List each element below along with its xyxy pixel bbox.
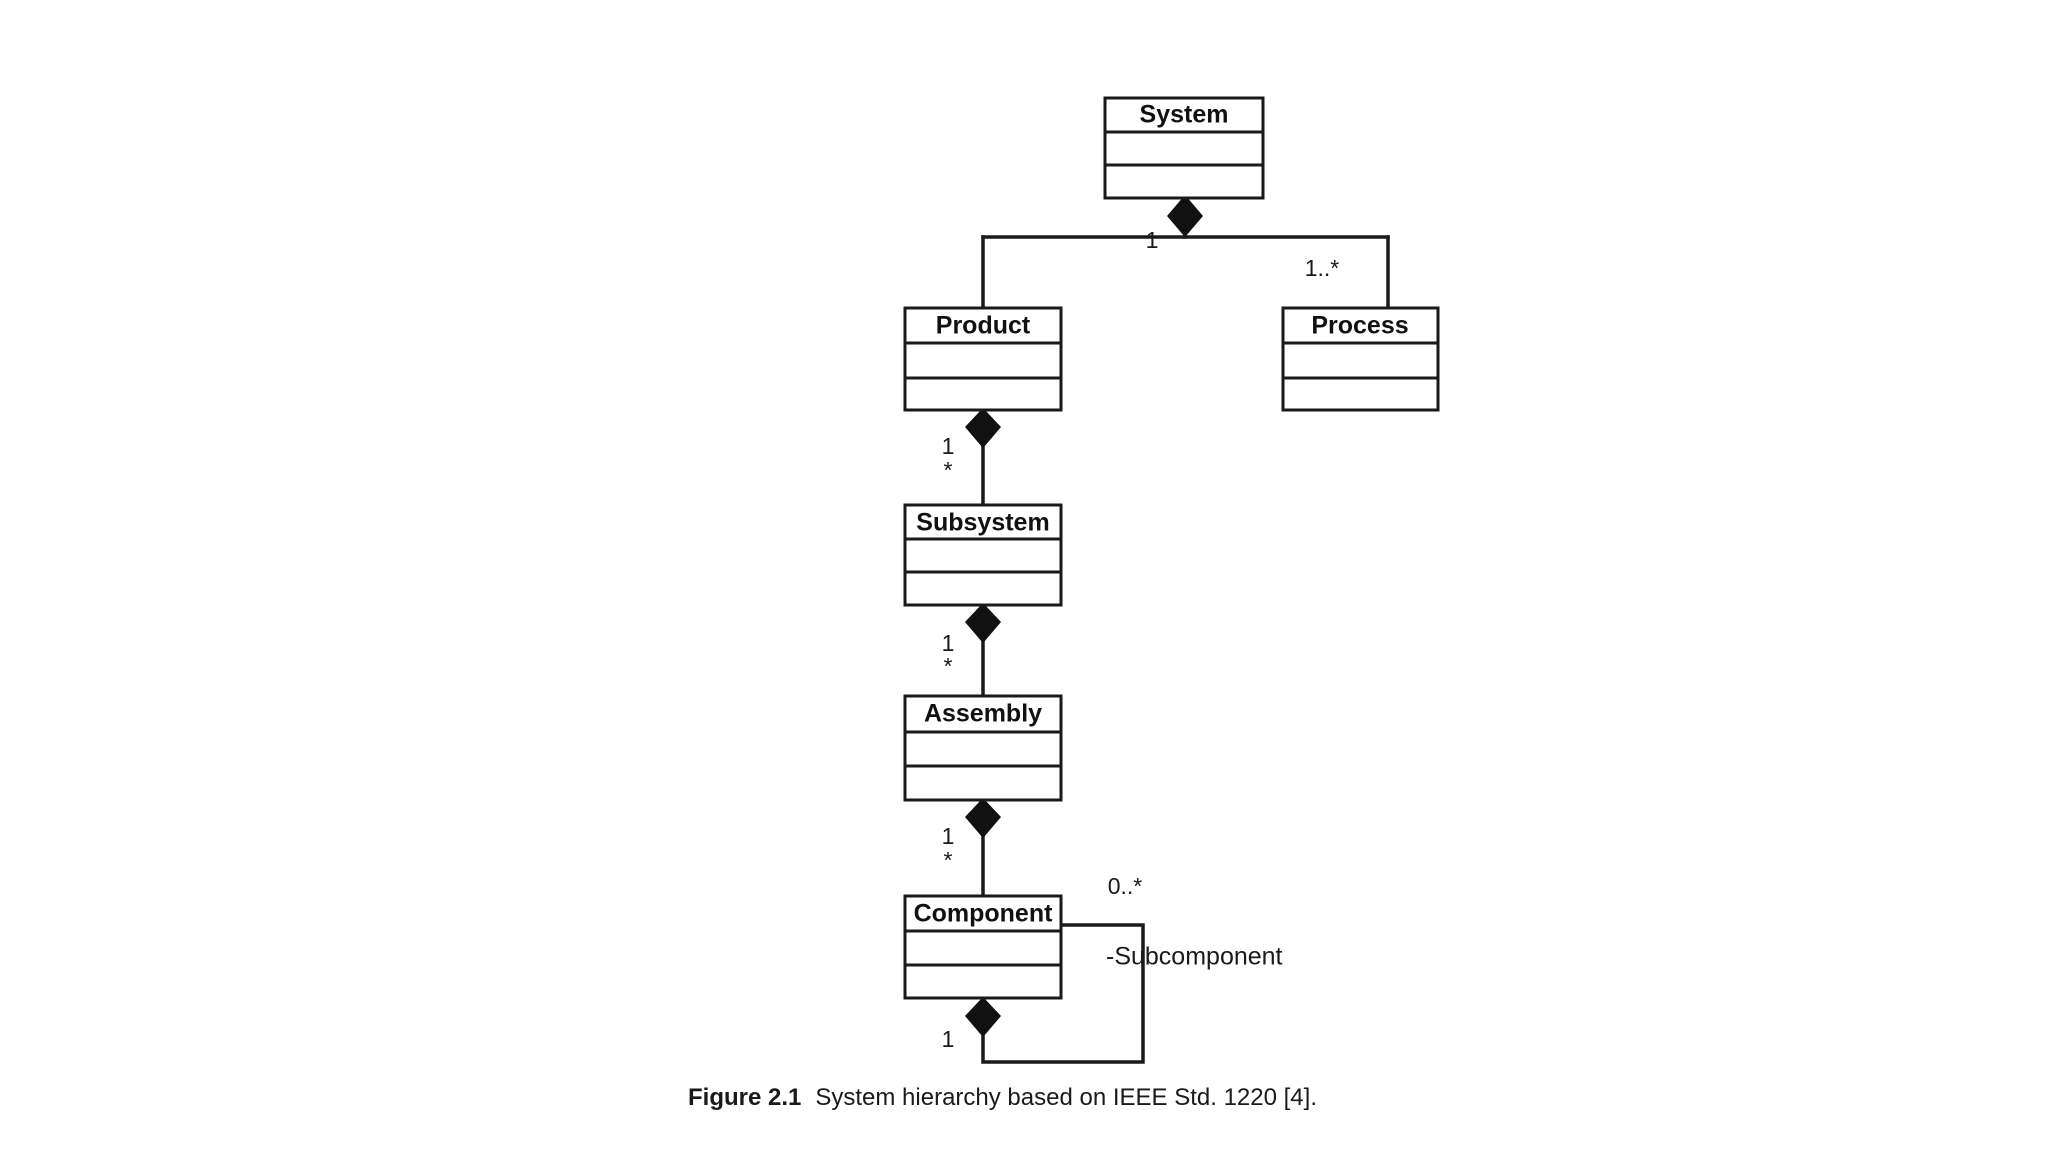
composition-diamond-system xyxy=(1167,194,1203,238)
connector-product-to-subsystem xyxy=(964,407,1002,507)
class-box-subsystem-outline xyxy=(903,503,1063,607)
class-box-product[interactable]: Product xyxy=(903,306,1063,412)
class-box-product-outline xyxy=(903,306,1063,412)
connector-assembly-to-component xyxy=(964,797,1002,898)
multiplicity-process-end: 1..* xyxy=(1305,255,1340,281)
class-name-product: Product xyxy=(936,312,1031,340)
class-name-component: Component xyxy=(914,900,1054,928)
class-box-process-outline xyxy=(1281,306,1440,412)
class-name-assembly: Assembly xyxy=(924,700,1042,728)
multiplicity-subsystem-part: * xyxy=(944,653,953,679)
multiplicity-component-loop-whole: 1 xyxy=(942,1026,955,1052)
multiplicity-subsystem-whole: 1 xyxy=(942,630,955,656)
figure-caption-text: System hierarchy based on IEEE Std. 1220… xyxy=(815,1084,1317,1111)
multiplicity-assembly-whole: 1 xyxy=(942,823,955,849)
class-box-assembly[interactable]: Assembly xyxy=(903,694,1063,802)
class-box-component-outline xyxy=(903,894,1063,1000)
class-box-system-outline xyxy=(1103,96,1265,200)
component-subcomponent-loop-line xyxy=(981,923,1145,1064)
class-name-process: Process xyxy=(1311,312,1408,340)
class-box-assembly-outline xyxy=(903,694,1063,802)
multiplicity-assembly-part: * xyxy=(944,847,953,873)
composition-diamond-product xyxy=(964,407,1002,449)
composition-diamond-assembly xyxy=(964,797,1002,839)
class-box-system[interactable]: System xyxy=(1103,96,1265,200)
class-name-subsystem: Subsystem xyxy=(916,509,1049,537)
connector-system-to-children xyxy=(981,194,1390,310)
class-box-subsystem[interactable]: Subsystem xyxy=(903,503,1063,607)
figure-caption: Figure 2.1 System hierarchy based on IEE… xyxy=(688,1078,1588,1118)
composition-diamond-subsystem xyxy=(964,602,1002,644)
multiplicity-product-whole: 1 xyxy=(942,433,955,459)
multiplicity-product-part: * xyxy=(944,457,953,483)
connector-component-self-loop xyxy=(964,923,1145,1064)
role-label-subcomponent: -Subcomponent xyxy=(1106,943,1283,971)
multiplicity-system-whole: 1 xyxy=(1146,227,1159,253)
class-name-system: System xyxy=(1140,101,1229,129)
connector-subsystem-to-assembly xyxy=(964,602,1002,698)
composition-diamond-component xyxy=(964,996,1002,1038)
class-box-component[interactable]: Component xyxy=(903,894,1063,1000)
class-box-process[interactable]: Process xyxy=(1281,306,1440,412)
figure-caption-label: Figure 2.1 xyxy=(688,1084,802,1111)
multiplicity-component-loop-part: 0..* xyxy=(1108,873,1143,899)
